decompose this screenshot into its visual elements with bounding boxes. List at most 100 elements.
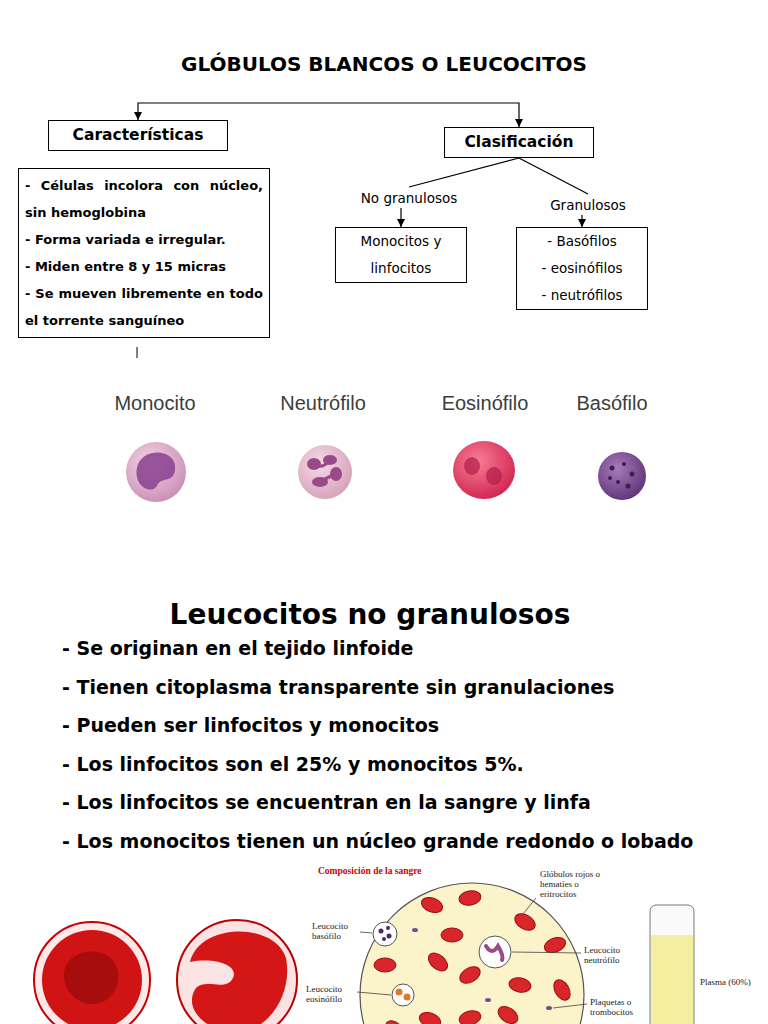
basophil-figure — [598, 452, 646, 500]
heading-box: Características — [48, 120, 228, 151]
monocyte-red-figure — [190, 931, 287, 1024]
basophil-figure — [622, 462, 626, 466]
connector — [519, 158, 588, 194]
type-box: Monocitos y linfocitos — [335, 227, 467, 283]
red-blood-cells — [550, 977, 573, 1003]
blood-composition-figure — [651, 935, 693, 1024]
bullet-text: - Se originan en el tejido linfoide — [62, 636, 413, 660]
blood-composition-figure — [479, 936, 511, 968]
blood-composition-figure — [396, 989, 403, 996]
red-blood-cells — [458, 1008, 483, 1024]
blood-composition-figure — [360, 883, 584, 1024]
red-blood-cells — [419, 895, 444, 916]
bullet-text: - Los linfocitos son el 25% y monocitos … — [62, 752, 524, 776]
section-heading: Leucocitos no granulosos — [0, 598, 740, 631]
monocyte-figure — [126, 442, 186, 502]
eosinophil-figure — [486, 467, 502, 485]
description-box: - Células incolora con núcleo, sin hemog… — [18, 168, 270, 338]
node-text: - Se mueven libremente en todo el torren… — [25, 280, 263, 334]
red-blood-cells — [374, 958, 396, 972]
leader-line — [512, 952, 581, 953]
basophil-figure — [626, 484, 631, 489]
leader-line — [360, 932, 372, 933]
basophil-figure — [616, 480, 620, 484]
diagram-title: GLÓBULOS BLANCOS O LEUCOCITOS — [0, 52, 768, 76]
bullet-text: - Los monocitos tienen un núcleo grande … — [62, 829, 693, 853]
red-blood-cells — [441, 928, 463, 942]
neutrophil-figure — [298, 445, 352, 499]
cell-name: Eosinófilo — [425, 392, 545, 415]
figure-title: Composición de la sangre — [318, 866, 422, 876]
blood-composition-figure — [387, 934, 392, 939]
monocyte-red-figure — [177, 920, 297, 1024]
blood-composition-figure — [404, 994, 411, 1001]
leader-line — [357, 992, 391, 995]
callout-label: Leucocito basófilo — [312, 922, 358, 942]
red-cell-figure — [42, 930, 142, 1024]
red-cell-figure — [34, 922, 150, 1024]
blood-composition-figure — [486, 946, 503, 960]
cell-name: Monocito — [95, 392, 215, 415]
category-text: Granulosos — [528, 195, 648, 215]
callout-label: Plasma (60%) — [700, 978, 751, 988]
cell-name: Basófilo — [562, 392, 662, 415]
type-box: - Basófilos- eosinófilos- neutrófilos — [516, 227, 648, 310]
neutrophil-figure — [314, 460, 336, 482]
node-text: - Basófilos — [521, 228, 643, 255]
node-text: - neutrófilos — [521, 282, 643, 309]
blood-composition-figure — [650, 905, 694, 1024]
blood-composition-figure — [357, 883, 694, 1024]
cell-name: Neutrófilo — [263, 392, 383, 415]
red-blood-cells — [417, 1010, 442, 1024]
category-text: No granulosos — [340, 188, 478, 208]
bullet-text: - Tienen citoplasma transparente sin gra… — [62, 675, 614, 699]
node-text: Granulosos — [530, 196, 646, 214]
connector — [409, 158, 519, 187]
red-blood-cells — [374, 889, 574, 1024]
callout-label: Plaquetas o trombocitos — [590, 998, 644, 1018]
leader-line — [357, 898, 587, 1008]
node-text: Características — [55, 125, 221, 146]
node-text: - eosinófilos — [521, 255, 643, 282]
bullet-text: - Los linfocitos se encuentran en la san… — [62, 790, 591, 814]
blood-composition-figure — [379, 929, 384, 934]
blood-composition-figure — [373, 922, 397, 946]
callout-label: Glóbulos rojos o hematíes o eritrocitos — [540, 870, 612, 900]
node-text: No granulosos — [342, 189, 476, 207]
leader-line — [523, 898, 536, 914]
bullet-text: - Pueden ser linfocitos y monocitos — [62, 713, 439, 737]
node-text: - Forma variada e irregular. — [25, 226, 263, 253]
blood-composition-figure — [392, 984, 414, 1006]
basophil-figure — [610, 466, 615, 471]
blood-composition-figure — [485, 998, 491, 1002]
monocyte-red-figure — [177, 920, 297, 1024]
blood-composition-figure — [546, 1006, 552, 1010]
eosinophil-figure — [453, 441, 515, 499]
blood-composition-figure — [382, 937, 386, 941]
node-text: - Miden entre 8 y 15 micras — [25, 253, 263, 280]
leader-line — [553, 1004, 587, 1008]
callout-label: Leucocito neutrófilo — [584, 946, 634, 966]
connector — [400, 208, 401, 227]
red-blood-cells — [508, 976, 532, 994]
monocyte-figure — [126, 442, 186, 502]
node-text: - Células incolora con núcleo, sin hemog… — [25, 172, 263, 226]
callout-label: Leucocito eosinófilo — [306, 985, 355, 1005]
node-text: Clasificación — [451, 132, 587, 153]
eosinophil-figure — [464, 457, 480, 475]
neutrophil-figure — [298, 445, 352, 499]
basophil-figure — [598, 452, 646, 500]
red-blood-cells — [458, 889, 482, 907]
red-blood-cells — [495, 1003, 521, 1024]
monocyte-figure — [136, 453, 175, 490]
blood-composition-figure — [412, 928, 418, 932]
red-cell-figure — [34, 922, 150, 1024]
node-text: Monocitos y linfocitos — [340, 228, 462, 282]
red-blood-cells — [457, 963, 483, 986]
red-blood-cells — [512, 910, 538, 933]
stray-mark — [137, 347, 138, 358]
blood-composition-figure — [386, 926, 390, 930]
connector — [581, 215, 582, 227]
eosinophil-figure — [453, 441, 515, 499]
heading-box: Clasificación — [444, 127, 594, 158]
